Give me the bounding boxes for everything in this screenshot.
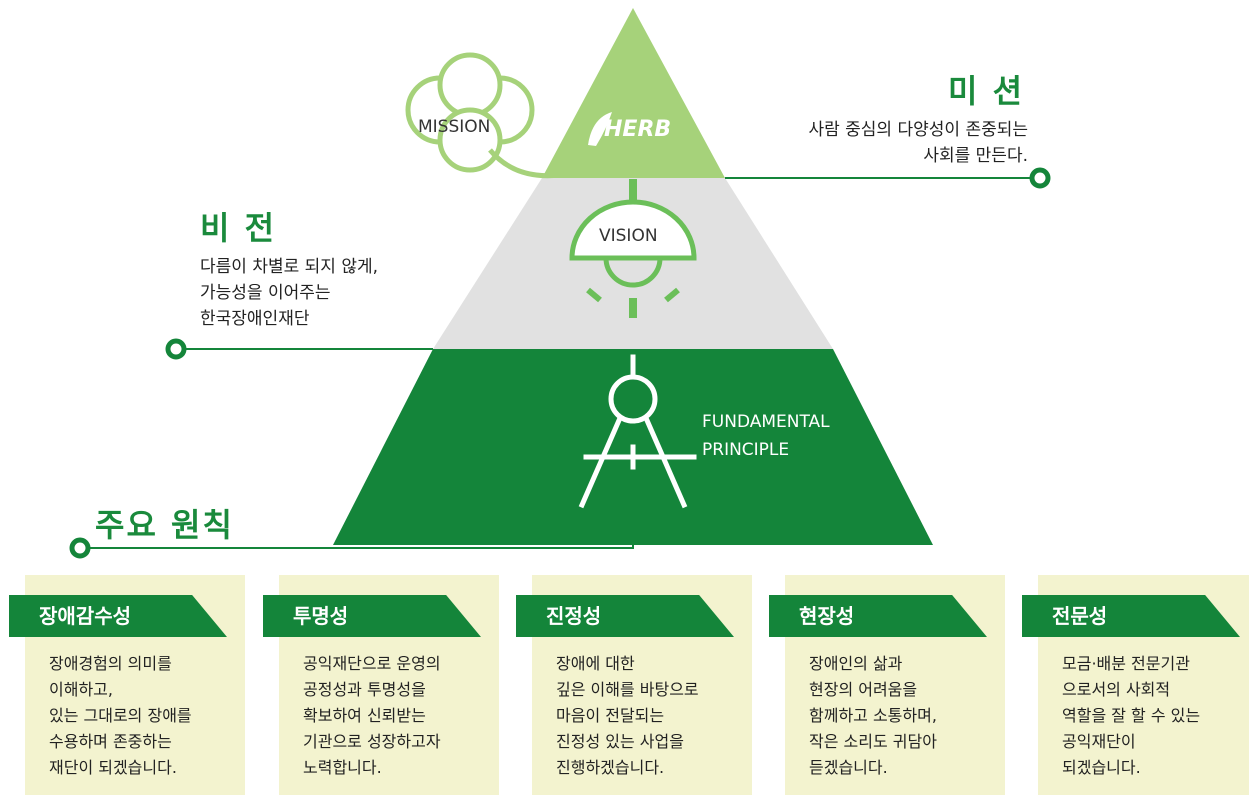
principle-card: 전문성 모금·배분 전문기관 으로서의 사회적 역할을 잘 할 수 있는 공익재… [1022,575,1249,795]
mission-heading: 미 션 [948,72,1025,110]
principle-card: 현장성 장애인의 삶과 현장의 어려움을 함께하고 소통하며, 작은 소리도 귀… [769,575,1005,795]
principle-heading: 주요 원칙 [95,506,234,544]
pyramid-top-mission [542,8,725,178]
vision-description: 다름이 차별로 되지 않게, 가능성을 이어주는 한국장애인재단 [200,257,379,329]
card-title: 진정성 [516,595,734,637]
principle-connector-dot [69,537,91,559]
principle-card: 투명성 공익재단으로 운영의 공정성과 투명성을 확보하여 신뢰받는 기관으로 … [263,575,499,795]
principle-label: FUNDAMENTAL PRINCIPLE [702,412,830,460]
card-title: 투명성 [263,595,481,637]
compass-icon [578,354,697,509]
vision-heading: 비 전 [200,209,277,247]
principle-card: 진정성 장애에 대한 깊은 이해를 바탕으로 마음이 전달되는 진정성 있는 사… [516,575,752,795]
card-text: 모금·배분 전문기관 으로서의 사회적 역할을 잘 할 수 있는 공익재단이 되… [1062,654,1201,777]
card-title: 전문성 [1022,595,1240,637]
clover-icon [405,52,535,173]
vision-label: VISION [599,226,658,246]
card-text: 장애에 대한 깊은 이해를 바탕으로 마음이 전달되는 진정성 있는 사업을 진… [556,654,699,777]
herb-logo-text: HERB [604,117,672,142]
card-title: 현장성 [769,595,987,637]
pyramid-diagram [69,8,1051,559]
mission-description: 사람 중심의 다양성이 존중되는 사회를 만든다. [808,120,1028,166]
card-text: 장애인의 삶과 현장의 어려움을 함께하고 소통하며, 작은 소리도 귀담아 듣… [809,654,937,777]
clover-stem [488,148,561,179]
card-text: 공익재단으로 운영의 공정성과 투명성을 확보하여 신뢰받는 기관으로 성장하고… [303,654,441,777]
lamp-icon [569,179,697,318]
principle-cards: 장애감수성 장애경험의 의미를 이해하고, 있는 그대로의 장애를 수용하며 존… [0,570,1249,798]
pyramid-middle-vision [433,178,833,349]
mission-connector-dot [1029,167,1051,189]
card-title: 장애감수성 [9,595,227,637]
card-text: 장애경험의 의미를 이해하고, 있는 그대로의 장애를 수용하며 존중하는 재단… [49,654,192,777]
mission-label: MISSION [418,117,491,137]
principle-card: 장애감수성 장애경험의 의미를 이해하고, 있는 그대로의 장애를 수용하며 존… [9,575,245,795]
herb-leaf-icon [588,112,612,146]
vision-connector-dot [165,338,187,360]
principle-connector-line [84,510,634,549]
